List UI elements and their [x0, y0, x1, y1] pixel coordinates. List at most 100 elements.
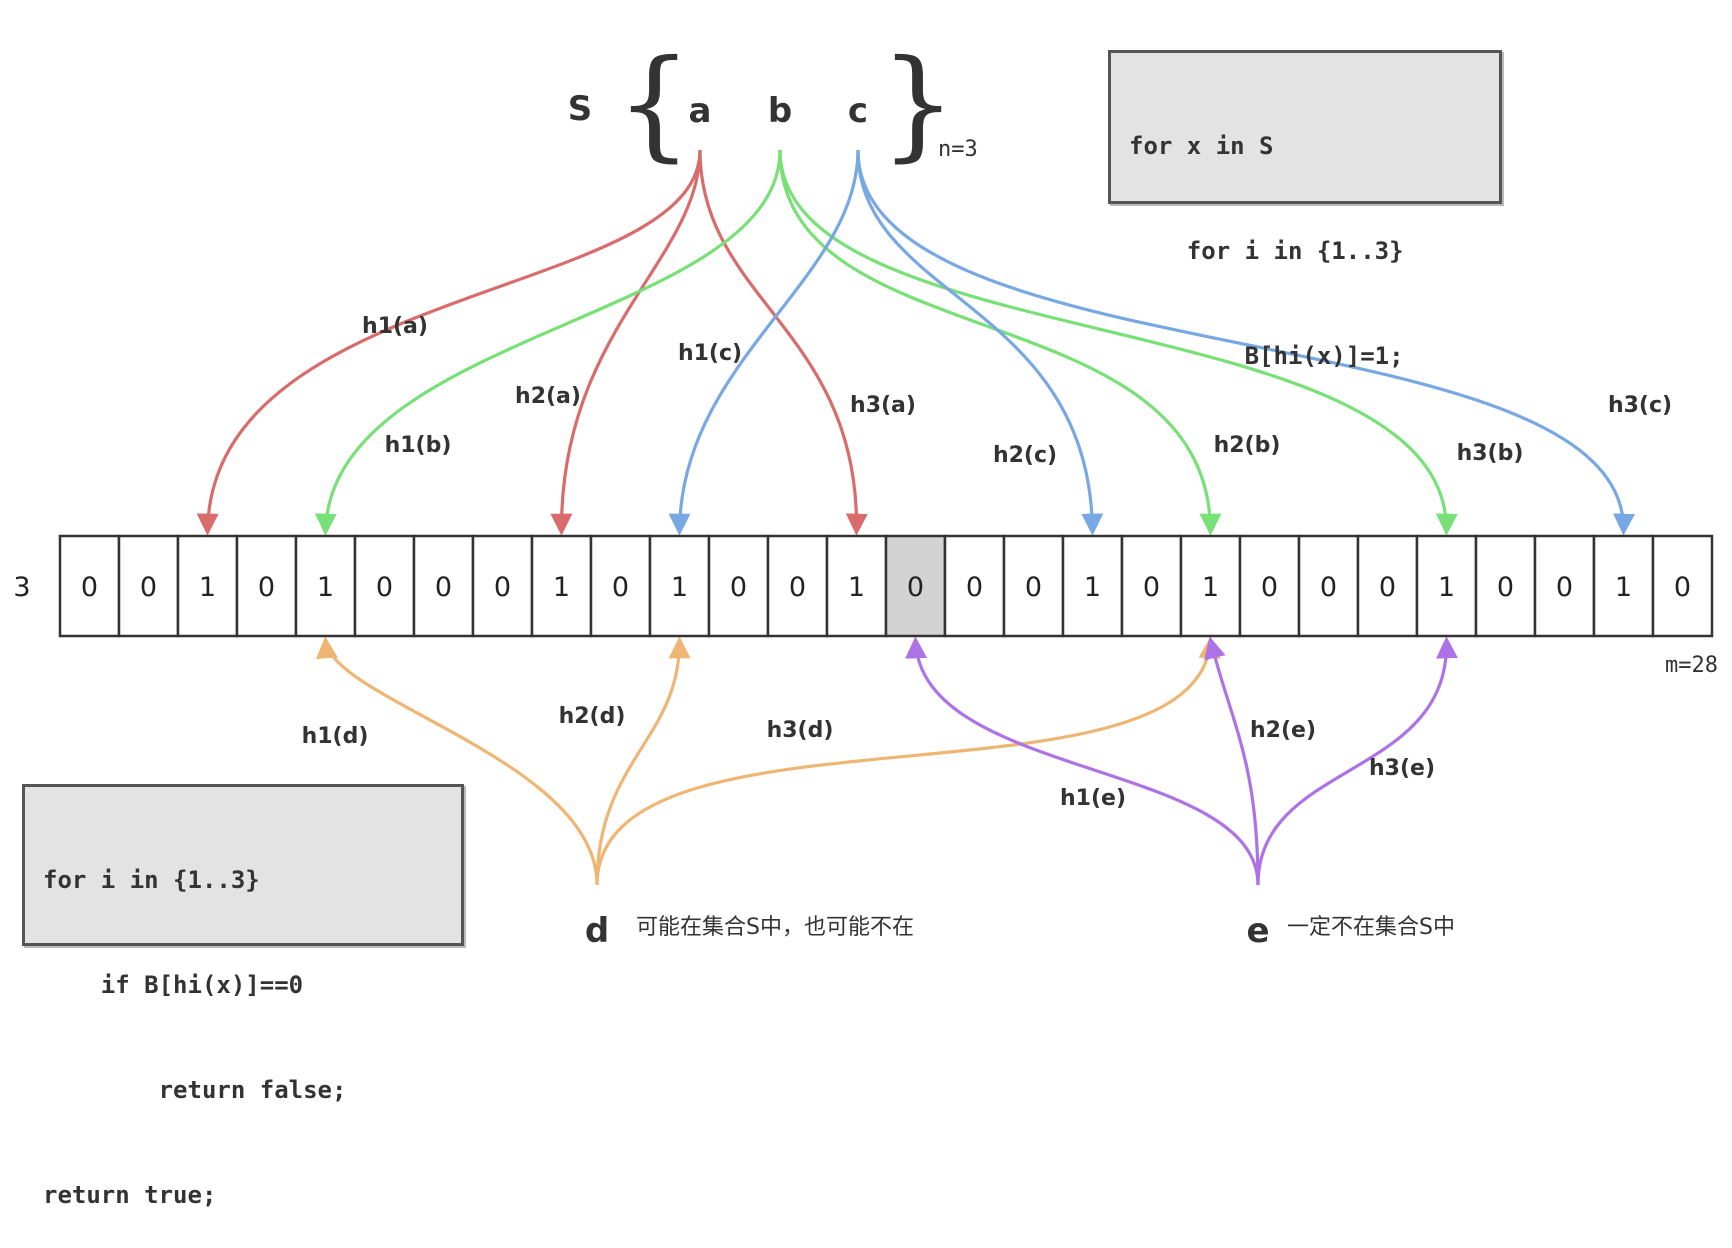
array-bit-6: 0	[435, 572, 452, 603]
set-element-a: a	[689, 91, 712, 131]
query-element-d: d	[585, 911, 609, 951]
array-bit-13: 1	[848, 572, 865, 603]
array-cell-0	[58, 534, 121, 638]
hash-arrow-h2e	[1204, 636, 1260, 886]
array-bit-1: 0	[140, 572, 157, 603]
bloom-filter-diagram: S { a b c } n=3 0 0 1 0 1 0 0 0 1 0 1 0 0 1 0 0 0 1 0 1 0 0 0 1…	[13, 35, 1718, 951]
array-cell-5	[353, 534, 416, 638]
array-cell-8	[530, 534, 593, 638]
array-bit-2: 1	[199, 572, 216, 603]
array-cell-23	[1415, 534, 1478, 638]
array-cell-7	[471, 534, 534, 638]
array-cell-18	[1120, 534, 1183, 638]
hash-label-h3b: h3(b)	[1457, 441, 1524, 466]
code-line: return false;	[43, 1076, 347, 1104]
hash-arrow-h2c	[856, 149, 1104, 536]
code-line: return true;	[43, 1181, 217, 1209]
set-name: S	[568, 89, 593, 129]
array-cell-16	[1002, 534, 1065, 638]
hash-label-h2d: h2(d)	[559, 704, 626, 729]
hash-arrow-h2d	[595, 636, 691, 886]
query-description-e: 一定不在集合S中	[1287, 915, 1455, 940]
array-bit-12: 0	[789, 572, 806, 603]
code-line: for i in {1..3}	[1129, 237, 1404, 265]
array-bit-3: 0	[258, 572, 275, 603]
set-element-b: b	[768, 91, 792, 131]
array-left-stub: 3	[13, 572, 30, 603]
hash-arrow-h1c	[668, 149, 860, 536]
hash-label-h3c: h3(c)	[1608, 393, 1672, 418]
hash-labels: h1(a)h2(a)h3(a)h1(b)h2(b)h3(b)h1(c)h2(c)…	[302, 314, 1672, 811]
array-cell-19	[1179, 534, 1242, 638]
set-element-c: c	[848, 91, 868, 131]
array-cell-9	[589, 534, 652, 638]
hash-label-h1d: h1(d)	[302, 724, 369, 749]
code-line: for i in {1..3}	[43, 866, 260, 894]
query-description-d: 可能在集合S中，也可能不在	[636, 915, 914, 940]
hash-arrow-h3a	[698, 149, 868, 536]
array-bit-5: 0	[376, 572, 393, 603]
array-cell-2	[176, 534, 239, 638]
array-bit-9: 0	[612, 572, 629, 603]
array-bit-7: 0	[494, 572, 511, 603]
array-bit-24: 0	[1497, 572, 1514, 603]
set-size-label: n=3	[938, 137, 978, 162]
array-cell-21	[1297, 534, 1360, 638]
hash-label-h1a: h1(a)	[362, 314, 428, 339]
code-line: if B[hi(x)]==0	[43, 971, 304, 999]
array-bit-14: 0	[907, 572, 924, 603]
array-bit-15: 0	[966, 572, 983, 603]
array-bit-27: 0	[1674, 572, 1691, 603]
array-bit-4: 1	[317, 572, 334, 603]
query-d: d 可能在集合S中，也可能不在	[585, 911, 914, 951]
array-bit-0: 0	[81, 572, 98, 603]
left-brace-icon: {	[616, 35, 692, 174]
array-cell-10	[648, 534, 711, 638]
hash-label-h3e: h3(e)	[1369, 756, 1435, 781]
insert-code-box: for x in S for i in {1..3} B[hi(x)]=1;	[1108, 50, 1502, 370]
array-bit-22: 0	[1379, 572, 1396, 603]
hash-arrow-h1e	[905, 636, 1260, 886]
array-bit-16: 0	[1025, 572, 1042, 603]
hash-arrow-h3d	[595, 636, 1221, 886]
hash-arrow-h1d	[315, 636, 599, 886]
hash-label-h2a: h2(a)	[515, 384, 581, 409]
array-bit-11: 0	[730, 572, 747, 603]
array-cell-6	[412, 534, 475, 638]
hash-label-h2e: h2(e)	[1250, 718, 1316, 743]
array-bit-21: 0	[1320, 572, 1337, 603]
array-cell-26	[1592, 534, 1655, 638]
array-bit-20: 0	[1261, 572, 1278, 603]
array-cell-17	[1061, 534, 1124, 638]
array-bit-19: 1	[1202, 572, 1219, 603]
hash-arrow-h1b	[314, 149, 782, 536]
hash-label-h2b: h2(b)	[1214, 433, 1281, 458]
array-bit-17: 1	[1084, 572, 1101, 603]
code-line: B[hi(x)]=1;	[1129, 342, 1404, 370]
array-bit-25: 0	[1556, 572, 1573, 603]
hash-arrow-h2a	[550, 149, 702, 536]
array-cell-4	[294, 534, 357, 638]
array-cell-25	[1533, 534, 1596, 638]
array-cell-13	[825, 534, 888, 638]
hash-label-h1b: h1(b)	[385, 433, 452, 458]
array-cell-22	[1356, 534, 1419, 638]
array-cell-3	[235, 534, 298, 638]
hash-arrow-h3b	[778, 149, 1458, 536]
array-bit-23: 1	[1438, 572, 1455, 603]
array-cell-27	[1651, 534, 1714, 638]
array-bit-26: 1	[1615, 572, 1632, 603]
hash-label-h1c: h1(c)	[678, 341, 742, 366]
array-bit-10: 1	[671, 572, 688, 603]
array-cell-24	[1474, 534, 1537, 638]
hash-label-h3a: h3(a)	[850, 393, 916, 418]
query-code-box: for i in {1..3} if B[hi(x)]==0 return fa…	[22, 784, 464, 1209]
hash-label-h1e: h1(e)	[1060, 786, 1126, 811]
set-header: S { a b c } n=3	[568, 35, 978, 174]
hash-arrow-h3e	[1256, 636, 1458, 886]
array-size-label: m=28	[1665, 653, 1718, 678]
hash-arrow-h3c	[856, 149, 1635, 536]
right-brace-icon: }	[880, 35, 956, 174]
array-bit-8: 1	[553, 572, 570, 603]
